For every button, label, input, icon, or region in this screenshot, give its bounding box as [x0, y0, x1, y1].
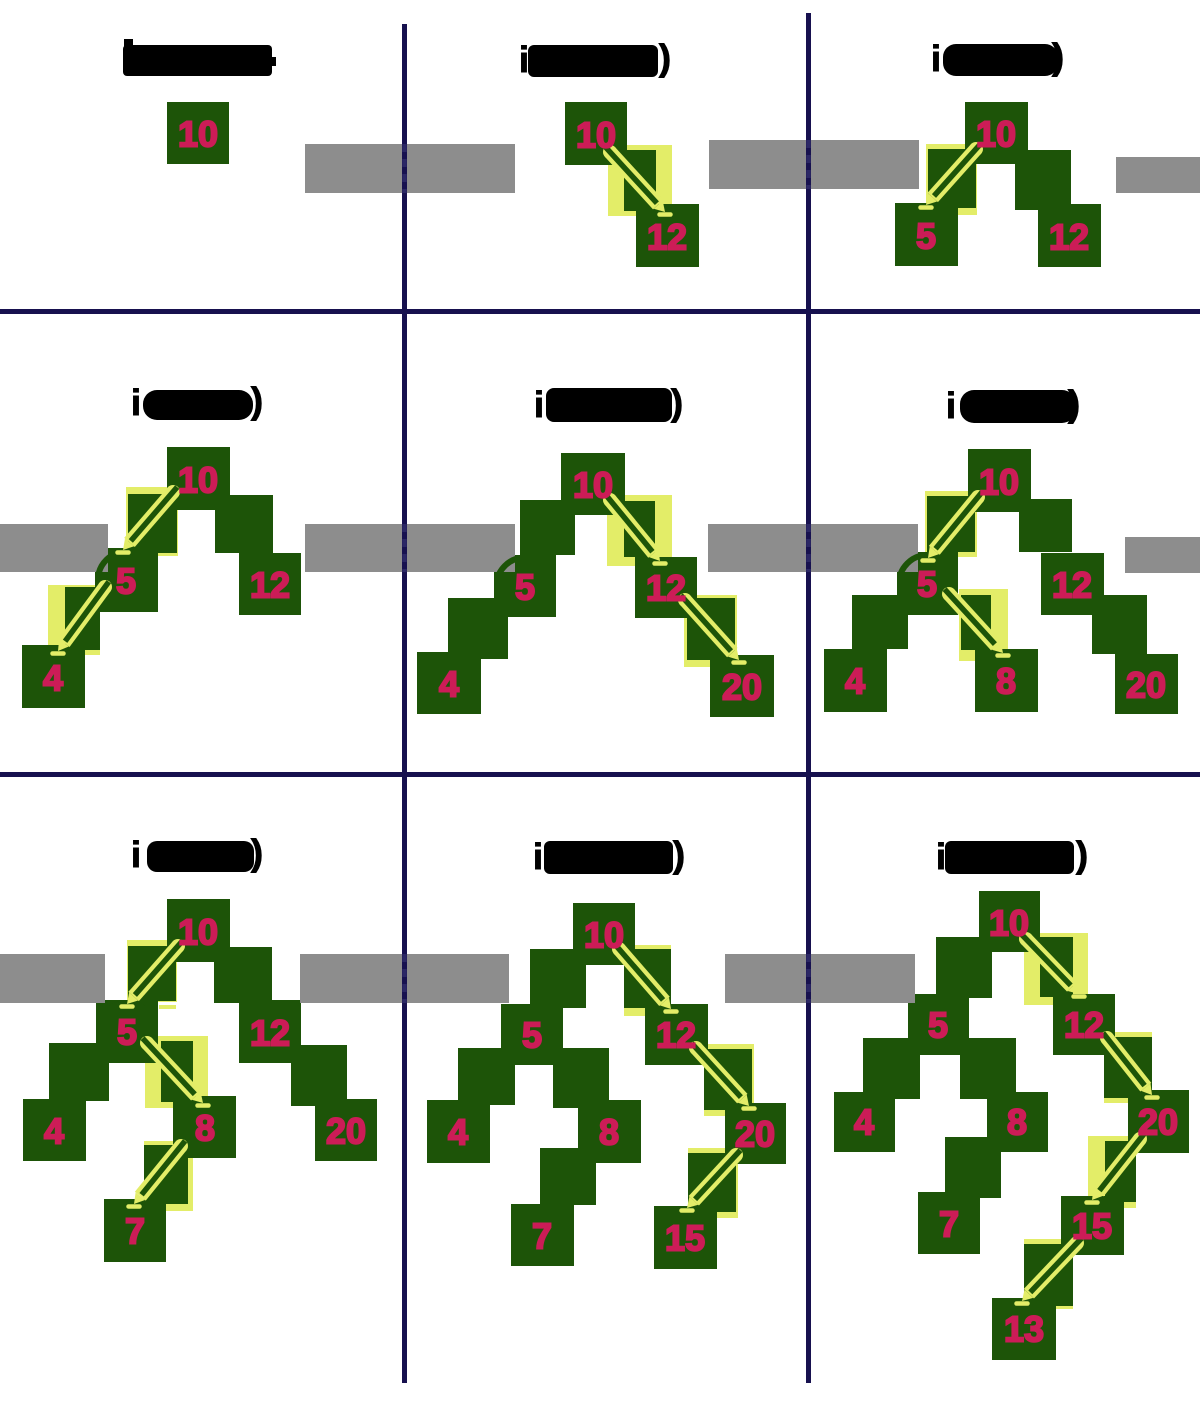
svg-text:20: 20	[735, 1114, 775, 1155]
svg-text:10: 10	[178, 114, 218, 155]
svg-text:i: i	[533, 836, 543, 877]
svg-text:15: 15	[1072, 1206, 1112, 1247]
svg-text:7: 7	[125, 1211, 145, 1252]
svg-text:7: 7	[939, 1204, 959, 1245]
svg-text:5: 5	[916, 216, 936, 257]
svg-text:5: 5	[515, 567, 535, 608]
svg-text:4: 4	[854, 1102, 874, 1143]
svg-text:): )	[671, 382, 683, 423]
svg-text:10: 10	[584, 915, 624, 956]
svg-text:i: i	[946, 385, 956, 426]
svg-text:20: 20	[326, 1111, 366, 1152]
svg-text:4: 4	[43, 658, 63, 699]
svg-text:10: 10	[573, 465, 613, 506]
svg-text:i: i	[519, 39, 529, 80]
svg-text:7: 7	[532, 1216, 552, 1257]
svg-text:8: 8	[1007, 1102, 1027, 1143]
svg-text:): )	[673, 834, 685, 875]
svg-text:i: i	[131, 382, 141, 423]
svg-text:i: i	[931, 38, 941, 79]
svg-text:): )	[659, 37, 671, 78]
svg-text:10: 10	[976, 114, 1016, 155]
svg-text:4: 4	[439, 664, 459, 705]
svg-text:10: 10	[576, 115, 616, 156]
svg-text:12: 12	[647, 217, 687, 258]
svg-text:15: 15	[665, 1218, 705, 1259]
svg-text:i: i	[936, 836, 946, 877]
svg-text:5: 5	[522, 1015, 542, 1056]
svg-text:12: 12	[250, 1013, 290, 1054]
svg-text:10: 10	[989, 903, 1029, 944]
svg-text:): )	[1076, 834, 1088, 875]
svg-text:5: 5	[917, 564, 937, 605]
svg-text:12: 12	[1052, 565, 1092, 606]
svg-text:20: 20	[722, 667, 762, 708]
svg-text:4: 4	[44, 1111, 64, 1152]
svg-text:): )	[1068, 383, 1080, 424]
svg-text:5: 5	[117, 1012, 137, 1053]
svg-text:4: 4	[448, 1112, 468, 1153]
svg-text:5: 5	[928, 1005, 948, 1046]
svg-text:8: 8	[195, 1108, 215, 1149]
svg-text:): )	[251, 380, 263, 421]
svg-text:12: 12	[656, 1015, 696, 1056]
svg-text:12: 12	[250, 565, 290, 606]
svg-text:4: 4	[845, 661, 865, 702]
svg-text:12: 12	[1064, 1005, 1104, 1046]
svg-text:10: 10	[178, 460, 218, 501]
svg-text:12: 12	[1049, 217, 1089, 258]
svg-text:10: 10	[979, 462, 1019, 503]
svg-text:): )	[251, 832, 263, 873]
svg-text:i: i	[131, 834, 141, 875]
svg-text:10: 10	[178, 912, 218, 953]
svg-text:20: 20	[1126, 665, 1166, 706]
svg-text:8: 8	[996, 661, 1016, 702]
svg-text:5: 5	[116, 561, 136, 602]
svg-text:13: 13	[1004, 1309, 1044, 1350]
svg-text:20: 20	[1138, 1102, 1178, 1143]
svg-text:12: 12	[646, 568, 686, 609]
svg-text:): )	[1052, 36, 1064, 77]
svg-text:i: i	[534, 384, 544, 425]
svg-text:8: 8	[599, 1112, 619, 1153]
